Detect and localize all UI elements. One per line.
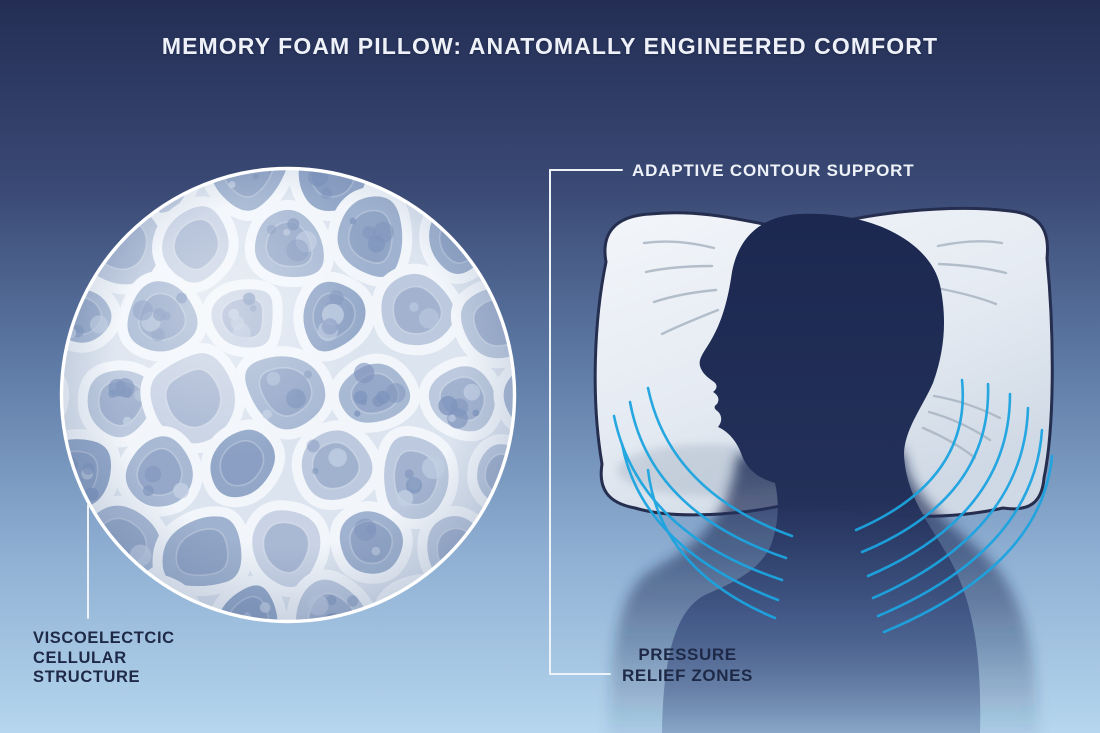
pressure-arc <box>882 454 1054 634</box>
pressure-arc <box>860 382 990 554</box>
pressure-arc <box>646 386 794 538</box>
callout-bracket-bottom <box>549 673 611 675</box>
foam-structure-label-line2: CELLULAR <box>33 648 127 667</box>
callout-line-foam <box>87 504 89 619</box>
pressure-arcs-left <box>612 386 794 620</box>
pressure-arc <box>876 428 1044 618</box>
foam-circle-ring <box>59 166 517 624</box>
foam-structure-label: VISCOELECTCIC CELLULAR STRUCTURE <box>33 629 175 688</box>
pressure-arc <box>854 378 965 532</box>
pressure-relief-label-line1: PRESSURE <box>638 645 737 664</box>
pressure-relief-label: PRESSURE RELIEF ZONES <box>600 644 775 686</box>
pressure-arc <box>866 392 1012 578</box>
pressure-relief-label-line2: RELIEF ZONES <box>622 666 753 685</box>
page-title: MEMORY FOAM PILLOW: ANATOMALLY ENGINEERE… <box>161 33 939 59</box>
pressure-arc <box>871 406 1030 600</box>
callout-bracket-top <box>549 169 623 171</box>
foam-structure-label-line1: VISCOELECTCIC <box>33 629 175 647</box>
pillow-crease-lines <box>642 240 1008 460</box>
adaptive-contour-label: ADAPTIVE CONTOUR SUPPORT <box>632 161 915 180</box>
foam-structure-label-line3: STRUCTURE <box>33 668 141 686</box>
callout-bracket-vertical <box>549 169 551 675</box>
pressure-arcs-right <box>854 378 1054 634</box>
pressure-arc <box>646 468 777 620</box>
pressure-arc <box>628 400 788 560</box>
foam-microscopic-view <box>59 166 517 624</box>
